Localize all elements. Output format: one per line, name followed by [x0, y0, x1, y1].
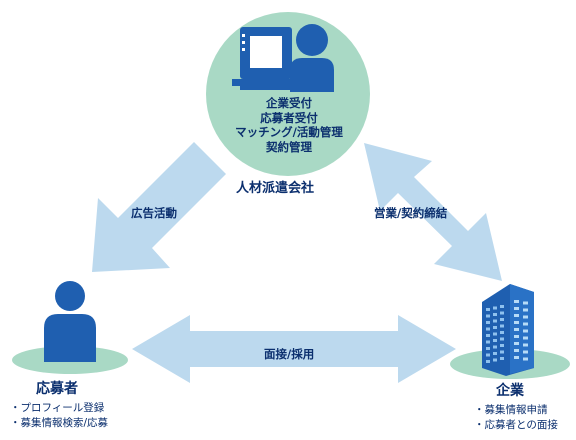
building-window	[493, 332, 497, 336]
arrow-applicant-company	[132, 315, 456, 383]
building-window	[493, 339, 497, 342]
company-item: ・募集情報申請	[474, 404, 548, 416]
building-window	[500, 357, 504, 360]
building-window	[514, 321, 519, 324]
arrow-agency-to-applicant	[92, 142, 226, 272]
building-window	[500, 350, 504, 354]
building-window	[523, 329, 528, 333]
arrow-label-interview-hiring: 面接/採用	[264, 347, 315, 361]
building-window	[523, 308, 528, 312]
company-title: 企業	[496, 383, 524, 399]
building-window	[523, 343, 528, 347]
arrow-agency-company	[364, 143, 502, 281]
building-window	[523, 336, 528, 340]
building-window	[523, 301, 528, 305]
building-window	[493, 326, 497, 329]
agency-function-list: 企業受付 応募者受付 マッチング/活動管理 契約管理	[224, 96, 354, 154]
agency-name: 人材派遣会社	[236, 181, 315, 196]
building-window	[500, 305, 504, 308]
person-icon	[44, 281, 96, 362]
building-window	[486, 327, 490, 331]
building-window	[514, 314, 519, 317]
building-window	[486, 321, 490, 324]
person-at-computer-icon	[232, 24, 334, 92]
building-window	[493, 319, 497, 323]
building-window	[493, 313, 497, 316]
agency-function-item: 契約管理	[266, 139, 312, 154]
building-window	[493, 306, 497, 310]
building-window	[500, 344, 504, 347]
building-window	[486, 353, 490, 357]
office-building-icon	[482, 284, 534, 376]
applicant-item-list: ・プロフィール登録 ・募集情報検索/応募	[10, 401, 108, 431]
company-item: ・応募者との面接	[474, 419, 558, 431]
building-window	[514, 349, 519, 352]
agency-function-item: 企業受付	[266, 96, 312, 110]
building-window	[523, 350, 528, 354]
building-window	[500, 311, 504, 315]
building-window	[486, 340, 490, 344]
building-window	[523, 322, 528, 326]
agency-function-item: 応募者受付	[260, 110, 318, 125]
building-window	[486, 308, 490, 311]
building-window	[500, 318, 504, 321]
building-window	[514, 307, 519, 310]
applicant-item: ・募集情報検索/応募	[10, 417, 109, 429]
building-window	[514, 356, 519, 359]
building-window	[500, 331, 504, 334]
building-window	[486, 314, 490, 318]
agency-function-item: マッチング/活動管理	[235, 125, 343, 139]
building-window	[514, 300, 519, 303]
applicant-title: 応募者	[36, 381, 78, 397]
building-window	[514, 328, 519, 331]
arrow-label-sales-contract: 営業/契約締結	[374, 206, 448, 220]
building-window	[493, 352, 497, 355]
building-window	[500, 337, 504, 341]
building-window	[514, 335, 519, 338]
building-window	[500, 324, 504, 328]
building-window	[523, 357, 528, 361]
building-window	[486, 347, 490, 350]
arrow-label-advertising: 広告活動	[131, 206, 177, 220]
applicant-item: ・プロフィール登録	[10, 402, 105, 414]
building-window	[486, 334, 490, 337]
building-window	[486, 360, 490, 363]
building-window	[493, 358, 497, 362]
building-window	[493, 345, 497, 349]
building-window	[514, 342, 519, 345]
company-item-list: ・募集情報申請 ・応募者との面接	[474, 403, 558, 433]
building-window	[523, 315, 528, 319]
